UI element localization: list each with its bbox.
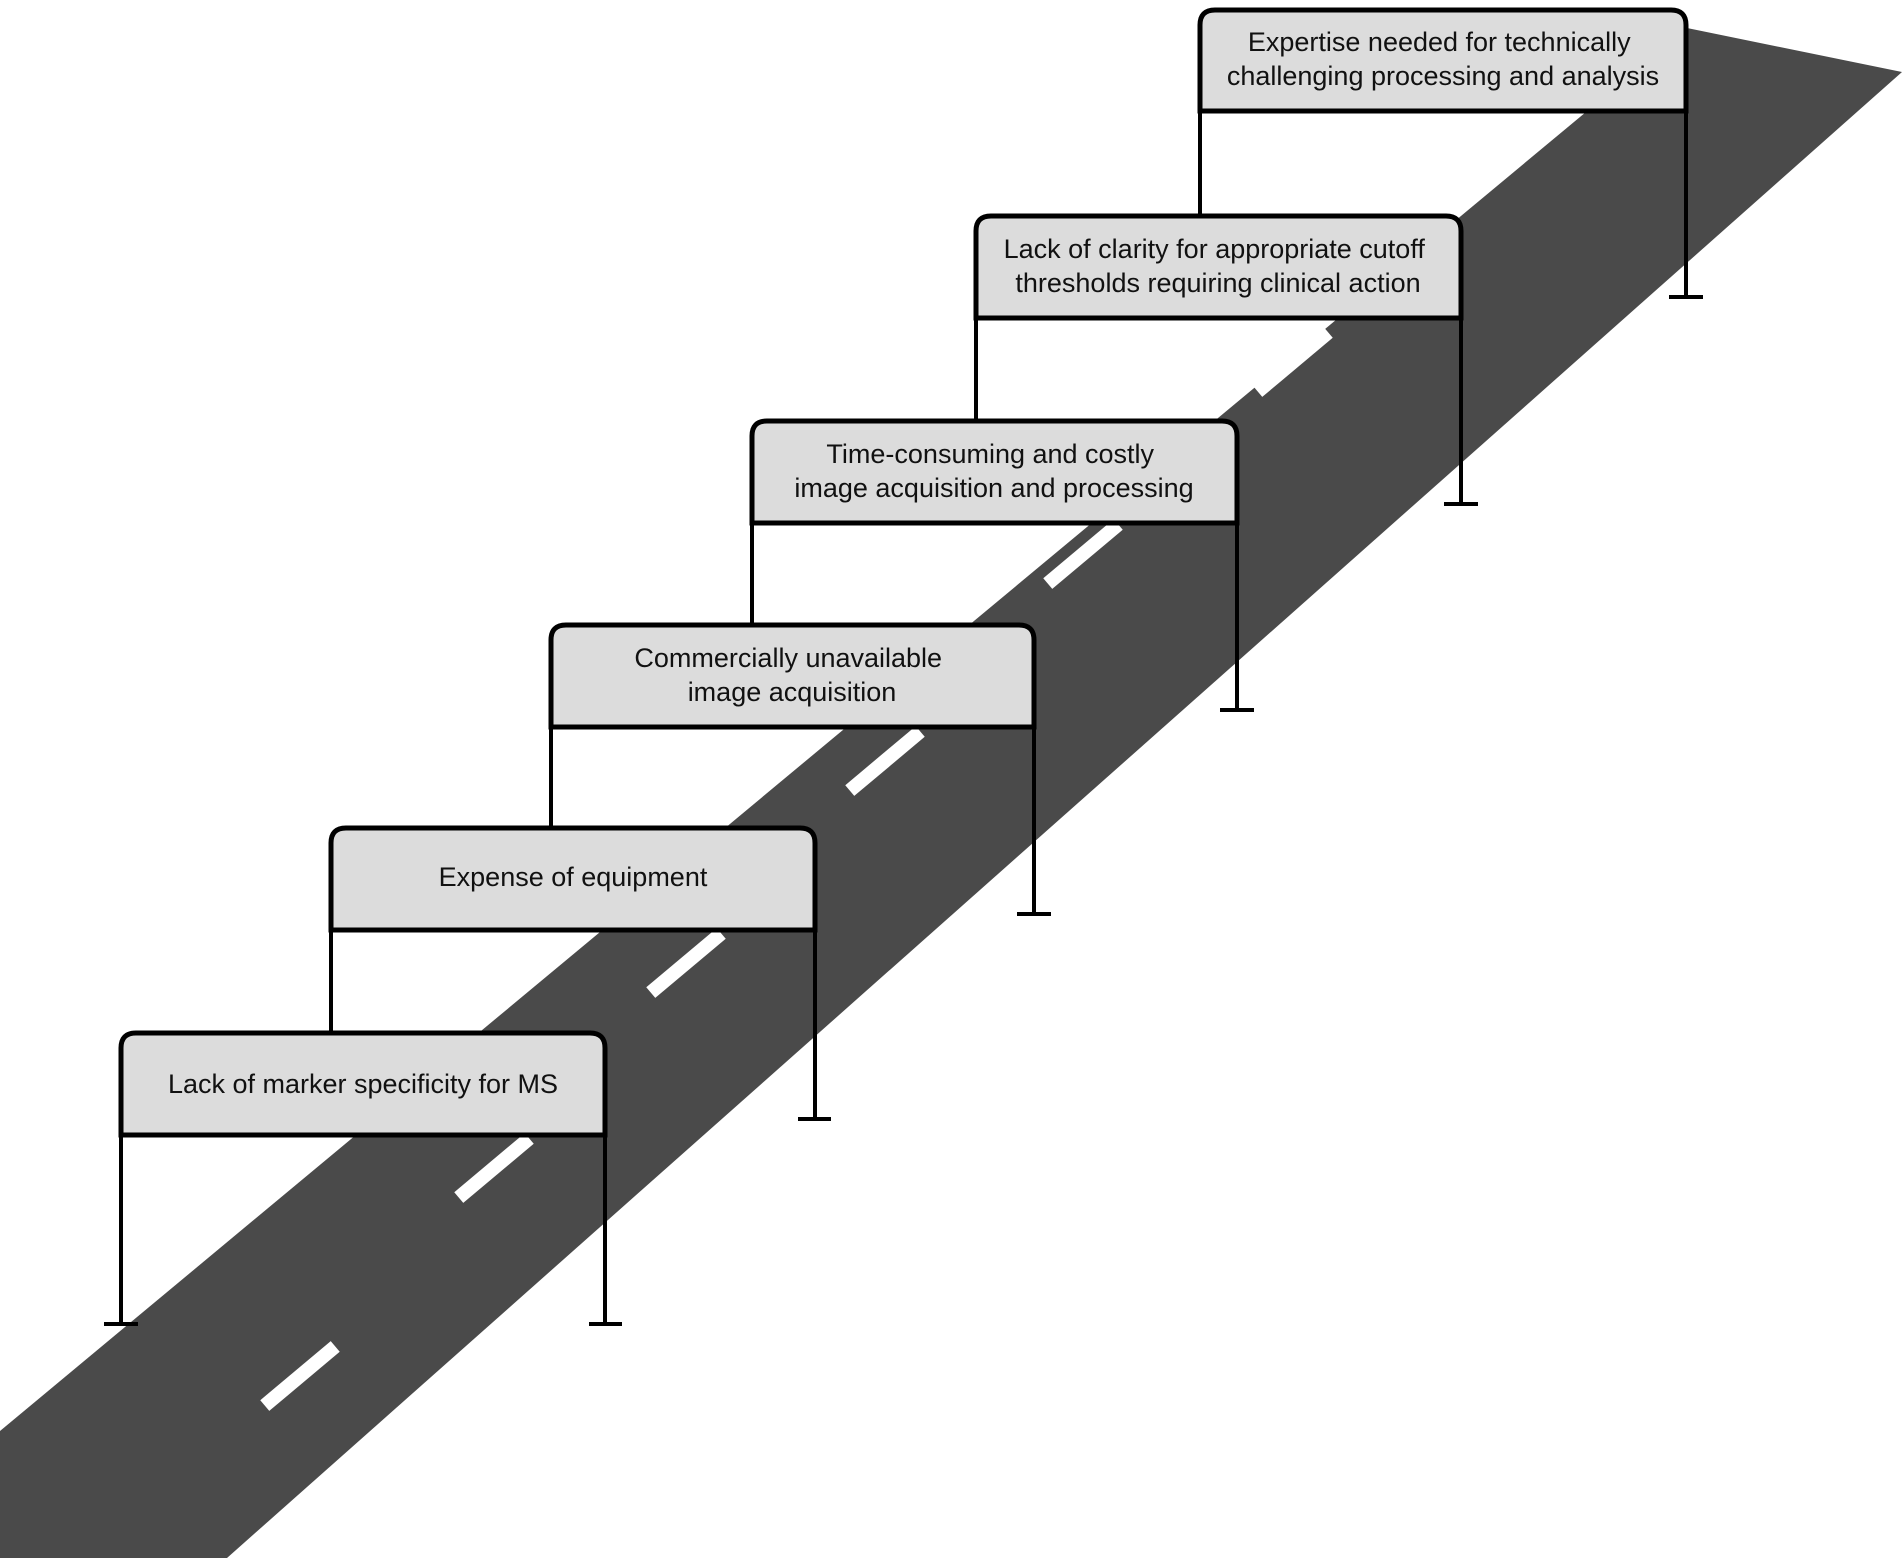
sign-5-post-right — [1444, 316, 1478, 506]
sign-5-line-1: Lack of clarity for appropriate cutoff — [1004, 234, 1426, 264]
svg-text:Commercially unavailable: Commercially unavailable image acquisiti… — [634, 643, 949, 707]
svg-text:Time-consuming and costly: Time-consuming and costly image acquisit… — [794, 439, 1193, 503]
lane-dash-4 — [845, 726, 925, 796]
barrier-sign-1: Lack of marker specificity for MS — [104, 1030, 622, 1326]
sign-3-board — [548, 622, 1037, 730]
road — [0, 28, 1902, 1558]
sign-4-board — [749, 418, 1240, 526]
sign-4-line-1: Time-consuming and costly — [826, 439, 1154, 469]
sign-6-post-right — [1669, 109, 1703, 299]
lane-dash-6 — [1253, 327, 1333, 397]
sign-1-line-1: Lack of marker specificity for MS — [168, 1069, 558, 1099]
barrier-sign-6: Expertise needed for technically challen… — [1197, 7, 1703, 299]
sign-2-post-right — [798, 928, 831, 1121]
sign-2-line-1: Expense of equipment — [439, 862, 708, 892]
barrier-sign-4: Time-consuming and costly image acquisit… — [749, 418, 1254, 712]
sign-1-board — [118, 1030, 608, 1138]
lane-dash-2 — [454, 1133, 534, 1203]
lane-dash-7 — [1444, 150, 1524, 220]
svg-text:Lack of clarity for appropriat: Lack of clarity for appropriate cutoff t… — [1004, 234, 1433, 298]
sign-2-board — [328, 825, 818, 933]
barrier-sign-5: Lack of clarity for appropriate cutoff t… — [973, 213, 1478, 506]
sign-3-post-right — [1017, 725, 1051, 916]
sign-3-line-1: Commercially unavailable — [634, 643, 942, 673]
svg-text:Expertise needed for technical: Expertise needed for technically challen… — [1227, 27, 1659, 91]
sign-1-post-right — [589, 1133, 622, 1326]
sign-3-line-2: image acquisition — [688, 677, 897, 707]
svg-text:Lack of marker specificity for: Lack of marker specificity for MS — [168, 1069, 558, 1099]
lane-dash-3 — [646, 928, 726, 998]
sign-5-line-2: thresholds requiring clinical action — [1015, 268, 1420, 298]
lane-dash-1 — [260, 1341, 340, 1411]
lane-markings — [260, 150, 1524, 1411]
barrier-sign-3: Commercially unavailable image acquisiti… — [548, 622, 1051, 916]
svg-text:Expense of equipment: Expense of equipment — [439, 862, 708, 892]
sign-6-board — [1197, 7, 1689, 114]
sign-5-board — [973, 213, 1464, 321]
sign-4-post-right — [1220, 521, 1254, 712]
sign-6-line-1: Expertise needed for technically — [1248, 27, 1631, 57]
sign-1-post-left — [104, 1133, 138, 1326]
sign-4-line-2: image acquisition and processing — [794, 473, 1193, 503]
lane-dash-5 — [1043, 519, 1123, 589]
barrier-sign-2: Expense of equipment — [328, 825, 831, 1121]
sign-6-line-2: challenging processing and analysis — [1227, 61, 1659, 91]
